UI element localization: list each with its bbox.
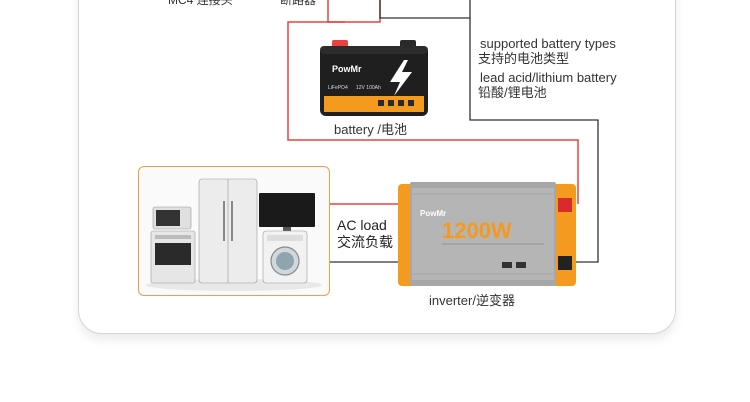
mc4-connector-label: MC4 连接头 bbox=[168, 0, 233, 7]
battery-model-text: LiFePO4 bbox=[328, 85, 348, 91]
red-wire-battery-loop bbox=[287, 21, 579, 204]
ac-appliances-image bbox=[138, 166, 330, 296]
battery-caption: battery /电池 bbox=[334, 122, 407, 137]
inverter-positive-terminal bbox=[558, 198, 572, 212]
battery-types-list-en: lead acid/lithium battery bbox=[480, 70, 617, 85]
lightning-bolt-icon bbox=[390, 60, 412, 96]
tv-icon bbox=[259, 193, 315, 227]
ac-load-label-zh: 交流负载 bbox=[337, 234, 393, 250]
inverter-power-rating: 1200W bbox=[442, 218, 512, 243]
red-wire-top bbox=[327, 0, 381, 23]
battery-brand-logo: PowMr bbox=[332, 64, 362, 74]
inverter-brand-logo: PowMr bbox=[420, 209, 446, 218]
inverter-illustration: PowMr 1200W bbox=[398, 180, 576, 295]
type-c-port-icon bbox=[516, 262, 526, 268]
battery-types-list-zh: 铅酸/锂电池 bbox=[478, 85, 547, 100]
ac-load-label-en: AC load bbox=[337, 217, 387, 233]
breaker-label: 断路器 bbox=[280, 0, 317, 7]
inverter-negative-terminal bbox=[558, 256, 572, 270]
battery-types-title-en: supported battery types bbox=[480, 36, 616, 51]
battery-types-title-zh: 支持的电池类型 bbox=[478, 51, 570, 66]
battery-illustration: PowMr LiFePO4 12V 100Ah bbox=[318, 38, 430, 123]
inverter-caption: inverter/逆变器 bbox=[429, 293, 515, 308]
black-wire-battery bbox=[379, 0, 599, 263]
usb-port-icon bbox=[502, 262, 512, 268]
battery-spec-text: 12V 100Ah bbox=[356, 85, 381, 91]
